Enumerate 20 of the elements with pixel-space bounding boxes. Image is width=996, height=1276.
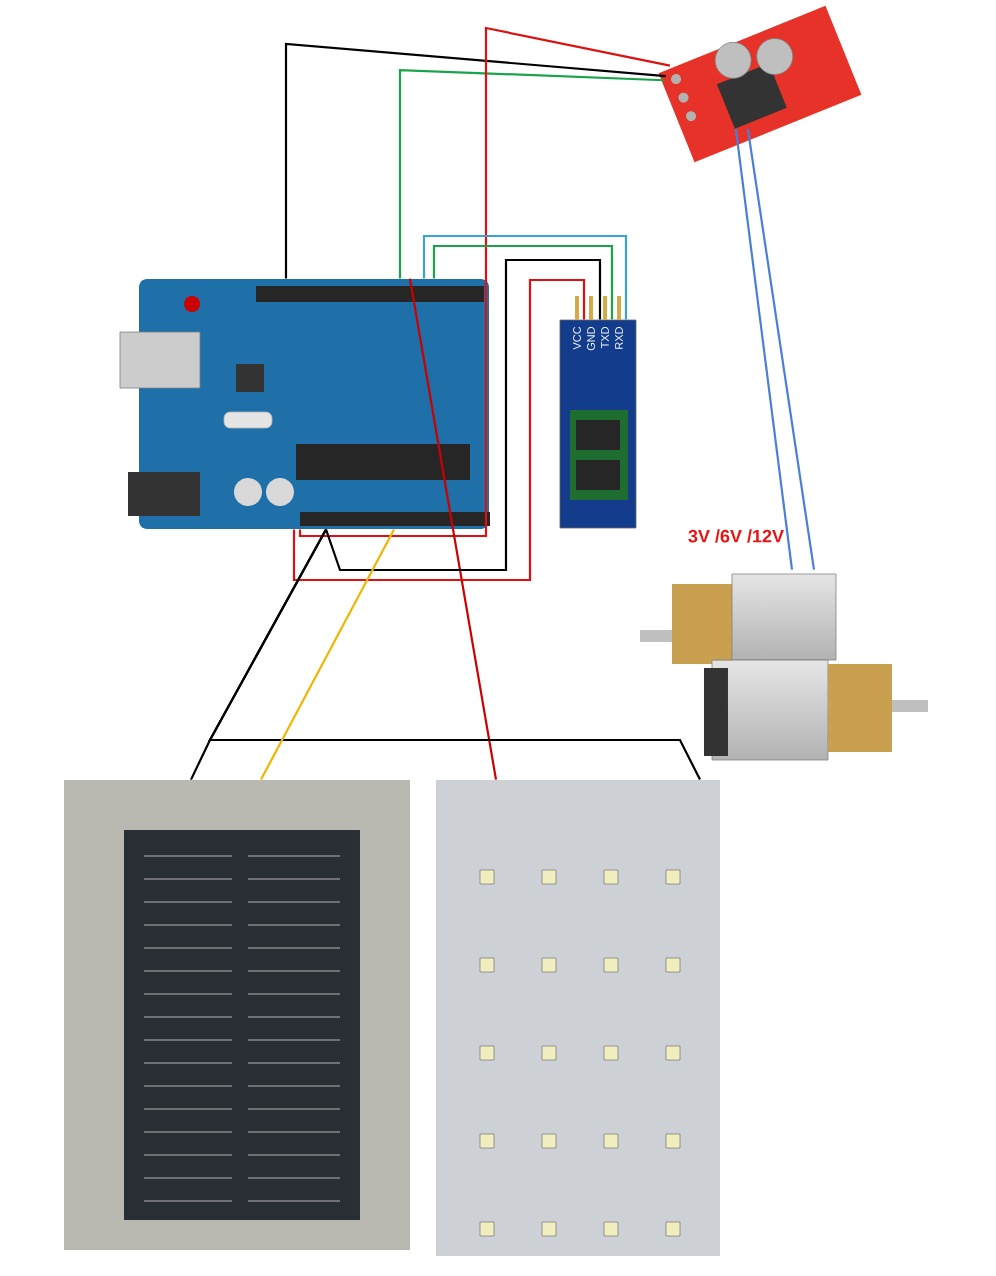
gear-motor-drawing xyxy=(704,659,928,761)
gear-motor-drawing xyxy=(640,573,837,664)
wire xyxy=(432,244,614,320)
wire xyxy=(298,26,671,538)
voltage-label: 3V /6V /12V xyxy=(688,529,784,543)
wire xyxy=(208,528,701,781)
bluetooth-module-drawing xyxy=(559,296,637,529)
microcontroller-board-drawing xyxy=(119,279,490,529)
solar-panel-drawing xyxy=(64,780,410,1250)
motor-driver-drawing xyxy=(658,5,862,163)
wire xyxy=(746,128,816,570)
wire xyxy=(284,42,666,279)
wire xyxy=(260,528,395,781)
wire xyxy=(292,278,586,582)
wire xyxy=(324,258,602,572)
wire xyxy=(734,128,794,570)
led-panel-drawing xyxy=(436,780,720,1256)
wire xyxy=(422,234,628,320)
wire xyxy=(408,278,498,780)
wire xyxy=(398,68,665,279)
